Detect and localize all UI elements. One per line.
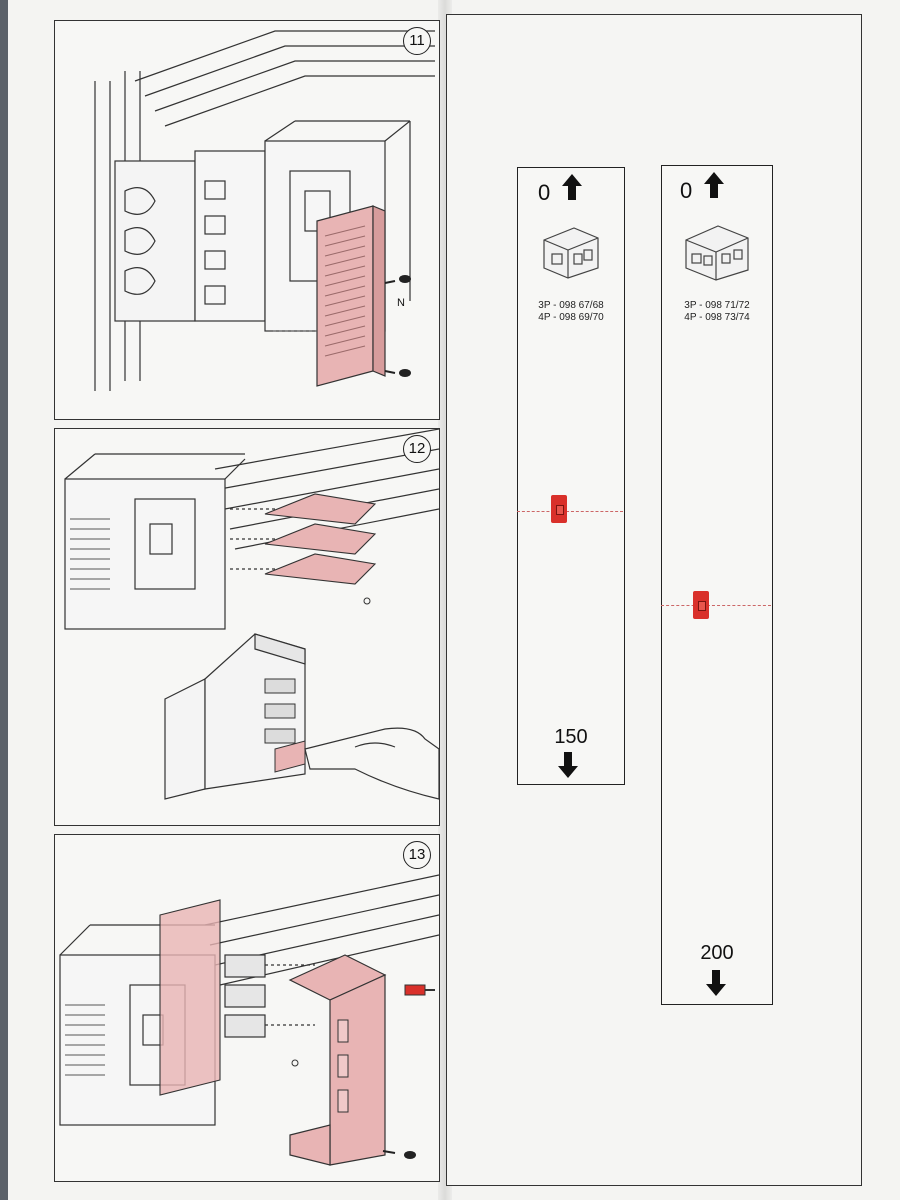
- hand-icon: [304, 727, 439, 800]
- position-marker: [551, 495, 567, 523]
- bottom-value: 150: [554, 726, 588, 748]
- neutral-label: N: [397, 297, 405, 309]
- top-value: 0: [538, 180, 551, 205]
- step-number: 11: [403, 27, 431, 55]
- arrow-up-icon: [704, 172, 724, 198]
- template-strip-200: 0 3P - 098 71/72 4P - 098 73/74: [661, 165, 773, 1005]
- screw-icon: [382, 1150, 416, 1159]
- code-4p: 4P - 098 73/74: [684, 312, 750, 323]
- screw-icon: [404, 984, 435, 996]
- screw-icon: [384, 369, 411, 377]
- bottom-value: 200: [700, 942, 734, 964]
- step-number: 12: [403, 435, 431, 463]
- cut-line: [661, 605, 771, 606]
- position-marker: [693, 591, 709, 619]
- code-3p: 3P - 098 67/68: [538, 300, 604, 311]
- step-13-panel: 13: [54, 834, 440, 1182]
- step-11-illustration: [94, 30, 435, 391]
- instruction-sheet: 11 N: [8, 0, 900, 1200]
- step-number: 13: [403, 841, 431, 869]
- bracket-4p-icon: [685, 225, 749, 281]
- bracket-3p-icon: [543, 227, 599, 279]
- arrow-down-icon: [558, 752, 578, 778]
- template-page: 0 3P - 098 67/68 4P - 098 69/70 150: [446, 14, 862, 1186]
- top-value: 0: [680, 178, 693, 203]
- step-12-illustration: [64, 429, 439, 800]
- screw-icon: [384, 275, 411, 284]
- step-13-illustration: [59, 874, 439, 1166]
- arrow-up-icon: [562, 174, 582, 200]
- step-11-panel: 11 N: [54, 20, 440, 420]
- cut-line: [517, 511, 623, 512]
- code-3p: 3P - 098 71/72: [684, 300, 750, 311]
- template-strip-150: 0 3P - 098 67/68 4P - 098 69/70 150: [517, 167, 625, 785]
- code-4p: 4P - 098 69/70: [538, 312, 604, 323]
- step-12-panel: 12: [54, 428, 440, 826]
- arrow-down-icon: [706, 970, 726, 996]
